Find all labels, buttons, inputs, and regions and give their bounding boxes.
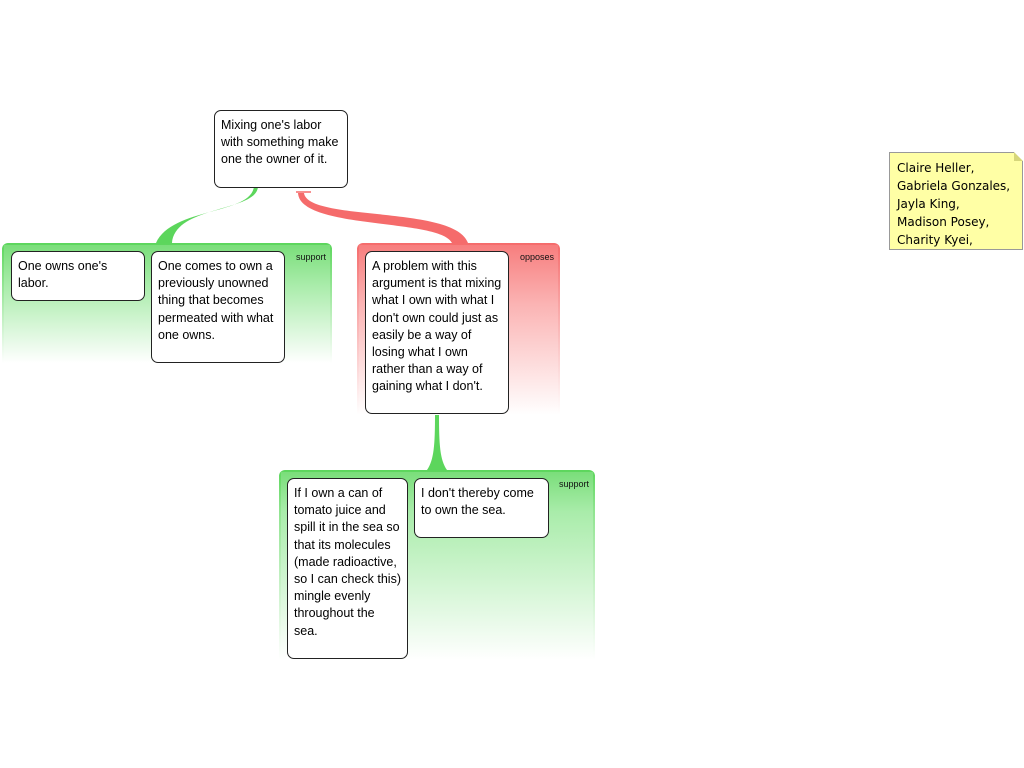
premise-text: If I own a can of tomato juice and spill… [294, 486, 401, 638]
premise-box[interactable]: If I own a can of tomato juice and spill… [287, 478, 408, 659]
support-group-label: support [558, 479, 589, 489]
note-line: Gabriela Gonzales, [897, 179, 1011, 193]
note-line: Madison Posey, [897, 215, 990, 229]
claim-box[interactable]: Mixing one's labor with something make o… [214, 110, 348, 188]
note-fold-corner [1014, 152, 1023, 161]
note-line: Claire Heller, [897, 161, 975, 175]
objection-text: A problem with this argument is that mix… [372, 259, 502, 394]
premise-box[interactable]: One comes to own a previously unowned th… [151, 251, 285, 363]
support-group-label: support [295, 252, 326, 262]
premise-box[interactable]: One owns one's labor. [11, 251, 145, 301]
premise-text: One comes to own a previously unowned th… [158, 259, 274, 342]
sticky-note[interactable]: Claire Heller, Gabriela Gonzales, Jayla … [889, 152, 1023, 250]
opposes-group-label: opposes [519, 252, 554, 262]
premise-text: I don't thereby come to own the sea. [421, 486, 534, 518]
support-connector-2 [427, 414, 447, 470]
note-line: Charity Kyei, [897, 233, 973, 247]
note-line: Jayla King, [897, 197, 960, 211]
support-connector-1 [156, 186, 258, 243]
objection-box[interactable]: A problem with this argument is that mix… [365, 251, 509, 414]
premise-text: One owns one's labor. [18, 259, 108, 291]
premise-box[interactable]: I don't thereby come to own the sea. [414, 478, 549, 538]
claim-text: Mixing one's labor with something make o… [221, 118, 339, 167]
opposes-connector-1 [298, 193, 468, 243]
